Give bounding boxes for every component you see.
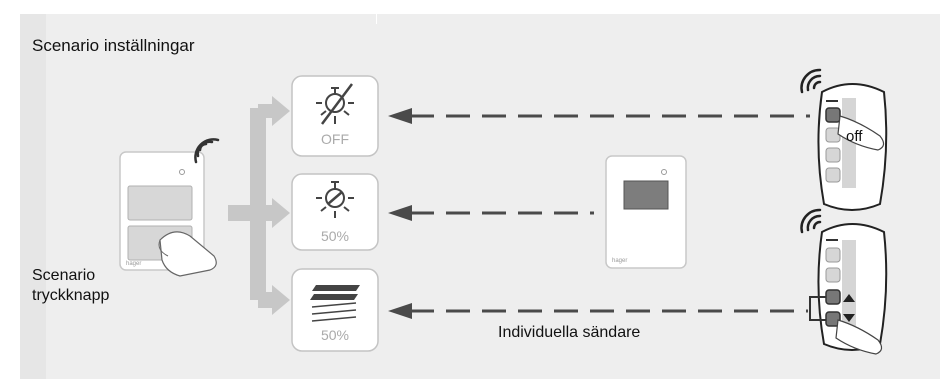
receiver-device: hager (605, 155, 687, 269)
scenario-label-line1: Scenario (32, 267, 96, 284)
lamp-off-icon (316, 83, 354, 125)
remote-control-bottom (809, 223, 888, 355)
panel-left-strip (20, 14, 46, 379)
scene-off-label: OFF (321, 131, 349, 147)
remote-control-top (817, 83, 888, 211)
blinds-icon (310, 285, 360, 322)
dashed-arrows (388, 108, 810, 319)
scenario-label-line2: tryckknapp (32, 287, 110, 304)
receiver-brand-text: hager (612, 258, 627, 264)
scenario-push-button-device: hager (119, 151, 217, 277)
brand-text: hager (126, 261, 141, 267)
remote-top-signal-icon (800, 68, 822, 94)
remote-off-label: off (846, 128, 863, 145)
individual-transmitters-label: Individuella sändare (498, 324, 641, 341)
top-band (0, 0, 948, 14)
scene-dim-label: 50% (320, 228, 350, 244)
signal-waves-icon (194, 138, 220, 164)
remote-bottom-signal-icon (800, 208, 822, 234)
scene-blinds-label: 50% (320, 327, 350, 343)
diagram-title: Scenario inställningar (32, 36, 195, 55)
panel-divider (376, 14, 377, 24)
lamp-dim-icon (316, 181, 354, 218)
distribution-arrow (228, 96, 290, 315)
